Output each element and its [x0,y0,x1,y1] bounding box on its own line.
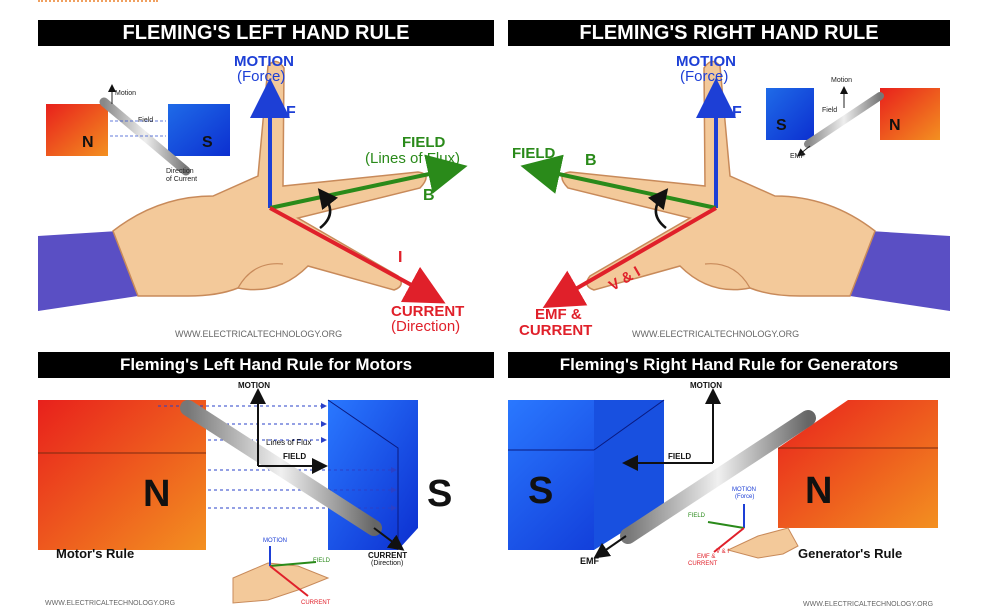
inset-doc1-label: Direction [166,168,194,175]
motor-current-label: CURRENT [368,551,408,560]
gen-rule-label: Generator's Rule [798,546,903,561]
inset-n-magnet-right [880,88,940,140]
gen-hand-motion-label: MOTION [732,487,756,493]
gen-hand-field-label: FIELD [688,513,706,519]
generator-rule-diagram [508,388,938,559]
rotation-arc-right [647,188,669,229]
conductor-generator [620,410,816,544]
inset-motion-label: Motion [115,90,137,97]
left-current-label: CURRENT [391,303,465,320]
right-force-label: (Force) [680,68,729,85]
rinset-s-label: S [776,117,787,134]
motor-flux-label: Lines of Flux [266,438,312,447]
panel-title-motors: Fleming's Left Hand Rule for Motors [38,352,494,378]
right-emf2-label: CURRENT [519,322,593,339]
gen-hand-vi-label: V & I [716,549,730,555]
left-motion-label: MOTION [234,53,294,70]
conductor-motor [180,400,382,536]
gen-s-label: S [528,470,554,512]
panel-title-left-hand-rule: FLEMING'S LEFT HAND RULE [38,20,494,46]
inset-n-magnet [46,104,108,156]
motor-direction-label: (Direction) [371,560,404,567]
left-direction-label: (Direction) [391,318,461,335]
inset-conductor-right [804,92,884,148]
sleeve-right [850,231,950,311]
right-hand [561,60,876,297]
rinset-n-label: N [889,117,901,134]
hand-current-label: CURRENT [301,600,331,606]
gen-hand-emf2-label: CURRENT [688,561,718,567]
current-arrow-right [542,206,717,308]
current-arrow [269,206,446,304]
left-hand-rule-diagram [38,60,468,311]
hand-motion-label: MOTION [263,538,287,544]
right-motion-label: MOTION [676,53,736,70]
panel-title-generators: Fleming's Right Hand Rule for Generators [508,352,950,378]
inset-field-label: Field [138,117,154,124]
motor-rule-label: Motor's Rule [56,546,135,561]
rinset-field-label: Field [822,107,838,114]
left-force-label: (Force) [237,68,286,85]
gen-motion-label: MOTION [690,381,722,390]
inset-n-label: N [82,134,94,151]
left-f-label: F [286,104,296,121]
s-magnet-generator [508,400,664,550]
right-watermark: WWW.ELECTRICALTECHNOLOGY.ORG [632,329,800,339]
right-f-label: F [732,104,742,121]
motor-n-label: N [143,473,171,515]
field-arrow [269,154,468,210]
motor-watermark: WWW.ELECTRICALTECHNOLOGY.ORG [45,600,176,607]
inset-conductor [99,97,191,176]
rotation-arc [317,188,339,229]
gen-hand-force-label: (Force) [735,494,755,500]
inset-s-label: S [202,134,213,151]
n-magnet-motor [38,400,206,550]
inset-doc2-label: of Current [166,176,198,183]
gen-watermark: WWW.ELECTRICALTECHNOLOGY.ORG [803,601,934,608]
left-i-label: I [398,249,403,266]
top-dashes [38,0,158,5]
field-arrow-right [520,154,717,210]
gen-field-label: FIELD [668,452,692,461]
small-right-hand [726,527,799,559]
left-flux-label: (Lines of Flux) [365,150,461,167]
inset-s-magnet [168,104,230,156]
motor-rule-diagram [38,388,418,604]
sleeve [38,231,138,311]
gen-emf-label: EMF [580,556,599,566]
n-magnet-generator [778,400,938,528]
left-watermark: WWW.ELECTRICALTECHNOLOGY.ORG [175,329,343,339]
small-left-hand [232,562,330,604]
right-field-label: FIELD [512,145,556,162]
left-field-label: FIELD [402,134,446,151]
motor-s-label: S [427,473,453,515]
rinset-emf-label: EMF [790,153,805,160]
motor-motion-label: MOTION [238,381,270,390]
inset-s-magnet-right [766,88,814,140]
gen-n-label: N [805,470,833,512]
motor-field-label: FIELD [283,452,307,461]
right-emf1-label: EMF & [535,306,582,323]
left-b-label: B [423,187,435,204]
hand-field-label: FIELD [313,558,331,564]
rinset-motion-label: Motion [831,77,853,84]
right-hand-rule-diagram [520,60,950,311]
panel-title-right-hand-rule: FLEMING'S RIGHT HAND RULE [508,20,950,46]
right-b-label: B [585,152,597,169]
gen-hand-emf1-label: EMF & [697,554,716,560]
